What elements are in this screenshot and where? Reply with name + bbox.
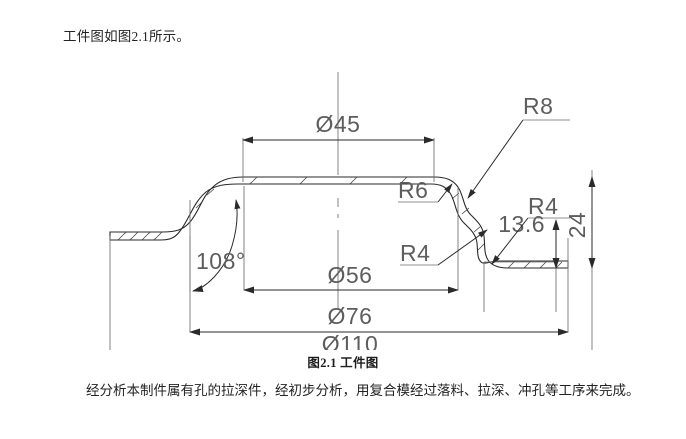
radius-label-r4-right: R4 <box>528 193 558 219</box>
dimension-a108: 108° <box>192 199 246 292</box>
dimension-label-d45: Ø45 <box>316 111 361 137</box>
dimension-label-h136: 13.6 <box>498 211 545 237</box>
dimension-h24: 24 <box>564 176 596 269</box>
radius-leaders <box>398 119 570 266</box>
dimension-label-h24: 24 <box>564 212 590 239</box>
body-paragraph: 经分析本制件属有孔的拉深件，经初步分析，用复合模经过落料、拉深、冲孔等工序来完成… <box>86 383 640 398</box>
dimension-label-d110: Ø110 <box>322 331 379 350</box>
dimension-label-d56: Ø56 <box>328 262 373 288</box>
dimension-d110: Ø110 <box>322 331 379 350</box>
radius-labels: R8 R6 R4 R4 <box>398 93 558 266</box>
dimension-d45: Ø45 <box>242 111 435 144</box>
intro-text: 工件图如图2.1所示。 <box>63 29 191 44</box>
engineering-drawing: Ø45 Ø56 Ø76 Ø110 13.6 <box>0 50 686 350</box>
dimension-label-d76: Ø76 <box>328 303 373 329</box>
dimension-h136: 13.6 <box>484 211 560 269</box>
section-hatching <box>117 176 563 269</box>
dimension-d56: Ø56 <box>243 262 459 294</box>
dimension-d76: Ø76 <box>189 303 569 336</box>
radius-label-r8: R8 <box>523 93 553 119</box>
drawing-canvas: Ø45 Ø56 Ø76 Ø110 13.6 <box>109 72 596 350</box>
radius-label-r6: R6 <box>398 177 428 203</box>
figure-caption: 图2.1 工件图 <box>307 356 379 370</box>
part-inner-contour <box>109 183 569 264</box>
dimension-label-a108: 108° <box>196 248 246 274</box>
radius-label-r4-left: R4 <box>400 240 430 266</box>
